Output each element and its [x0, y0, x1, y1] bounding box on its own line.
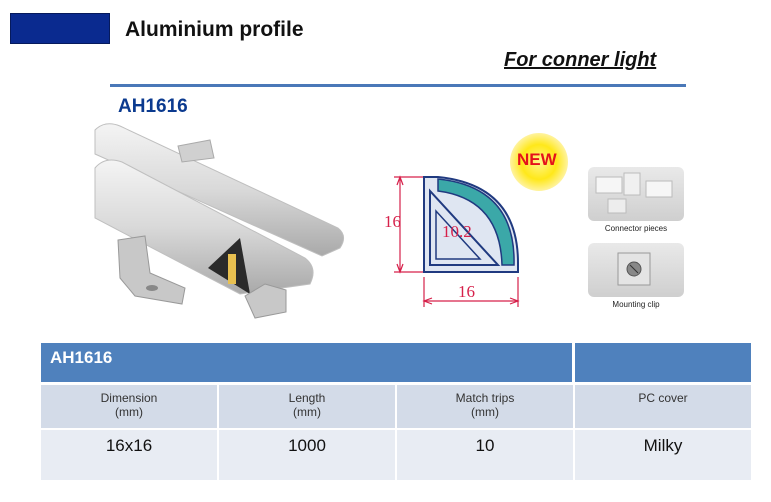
- column-label: Length: [288, 391, 326, 405]
- mounting-clip-caption: Mounting clip: [612, 300, 660, 309]
- new-badge-text: NEW: [517, 150, 557, 169]
- header-divider: [110, 84, 686, 87]
- spec-table-title: AH1616: [50, 348, 113, 367]
- column-unit: (mm): [471, 405, 499, 419]
- column-header-dimension: Dimension (mm): [41, 385, 217, 428]
- height-dimension-label: 16: [384, 212, 401, 231]
- column-header-pc-cover: PC cover: [575, 385, 751, 428]
- spec-table-header-right: [575, 343, 751, 382]
- column-label: PC cover: [638, 391, 688, 405]
- spec-table-header: [41, 343, 572, 382]
- radius-dimension-label: 10.2: [442, 222, 472, 241]
- cell-pc-cover-value: Milky: [575, 430, 751, 480]
- cell-dimension-value: 16x16: [41, 430, 217, 480]
- product-photo: [94, 123, 344, 319]
- cell-match-trips-value: 10: [397, 430, 573, 480]
- page-subtitle: For conner light: [504, 49, 657, 71]
- page-title: Aluminium profile: [125, 18, 304, 41]
- mounting-clip-image: [588, 243, 684, 297]
- column-label: Match trips: [455, 391, 515, 405]
- new-badge-icon: [510, 133, 568, 191]
- width-dimension-label: 16: [458, 282, 475, 301]
- column-unit: (mm): [115, 405, 143, 419]
- column-label: Dimension: [100, 391, 158, 405]
- column-header-match-trips: Match trips (mm): [397, 385, 573, 428]
- header-color-block: [10, 13, 110, 44]
- model-label: AH1616: [118, 96, 188, 117]
- cell-length-value: 1000: [219, 430, 395, 480]
- cross-section-drawing: [394, 175, 520, 307]
- column-header-length: Length (mm): [219, 385, 395, 428]
- column-unit: (mm): [293, 405, 321, 419]
- connector-pieces-caption: Connector pieces: [604, 224, 668, 233]
- connector-pieces-image: [588, 167, 684, 221]
